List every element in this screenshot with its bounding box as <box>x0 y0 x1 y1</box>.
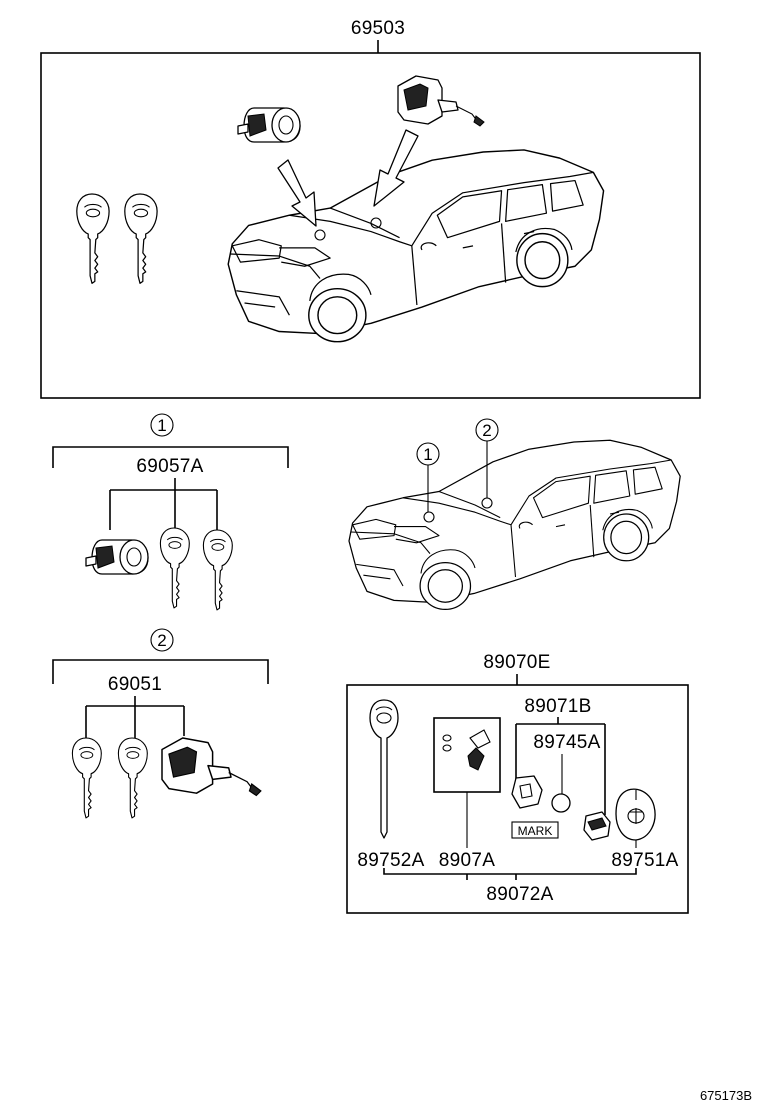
label-8907A: 8907A <box>439 850 495 871</box>
bracket-69051 <box>52 659 269 684</box>
diagram-code: 675173B <box>700 1088 752 1103</box>
ref-circle-1-left <box>150 413 174 437</box>
key-69057A-a <box>159 527 190 609</box>
bracket-89072A <box>383 868 637 880</box>
cover-89071B <box>583 811 611 841</box>
key-69051-b <box>117 737 148 819</box>
sheet-marks <box>442 729 491 771</box>
mark-tag-box <box>511 821 559 839</box>
ignition-cylinder-top <box>237 107 301 143</box>
key-69051-a <box>71 737 102 819</box>
label-69051: 69051 <box>108 674 162 695</box>
ref-2-left-label: 2 <box>157 631 166 650</box>
ref-circle-2-left <box>150 628 174 652</box>
door-cylinder-69051 <box>161 737 262 797</box>
round-cap <box>551 793 571 813</box>
bracket-89071B <box>515 717 606 815</box>
label-89071B: 89071B <box>524 696 591 717</box>
leader-69051 <box>85 696 185 738</box>
mark-tag-label: MARK <box>518 824 553 838</box>
label-89752A: 89752A <box>357 850 424 871</box>
ref-1-left-label: 1 <box>157 416 166 435</box>
key-head-89751A <box>615 788 656 841</box>
location-dot-door <box>370 217 382 229</box>
label-69057A: 69057A <box>136 456 203 477</box>
arrow-door <box>373 129 419 207</box>
ref-2-right-label: 2 <box>482 421 491 440</box>
label-89745A: 89745A <box>533 732 600 753</box>
key-top-b <box>124 193 158 284</box>
kit-89070E-frame <box>346 684 689 914</box>
location-dot-ignition <box>314 229 326 241</box>
label-69503: 69503 <box>351 18 405 39</box>
arrow-ignition <box>277 159 317 227</box>
ignition-cylinder-69057A <box>85 539 149 575</box>
key-89752A <box>369 699 399 839</box>
transponder-chip <box>511 775 543 809</box>
key-top-a <box>76 193 110 284</box>
bracket-69057A <box>52 446 289 468</box>
label-sheet-8907A <box>433 717 501 793</box>
label-89751A: 89751A <box>611 850 678 871</box>
ref-1-right-label: 1 <box>423 445 432 464</box>
assembly-69503-frame <box>40 52 701 399</box>
vehicle-middle <box>348 439 681 611</box>
door-cylinder-top <box>397 75 485 127</box>
location-dot-1-right <box>423 511 435 523</box>
leader-69057A <box>109 478 218 530</box>
key-69057A-b <box>202 529 233 611</box>
label-89072A: 89072A <box>486 884 553 905</box>
location-dot-2-right <box>481 497 493 509</box>
label-89070E: 89070E <box>483 652 550 673</box>
